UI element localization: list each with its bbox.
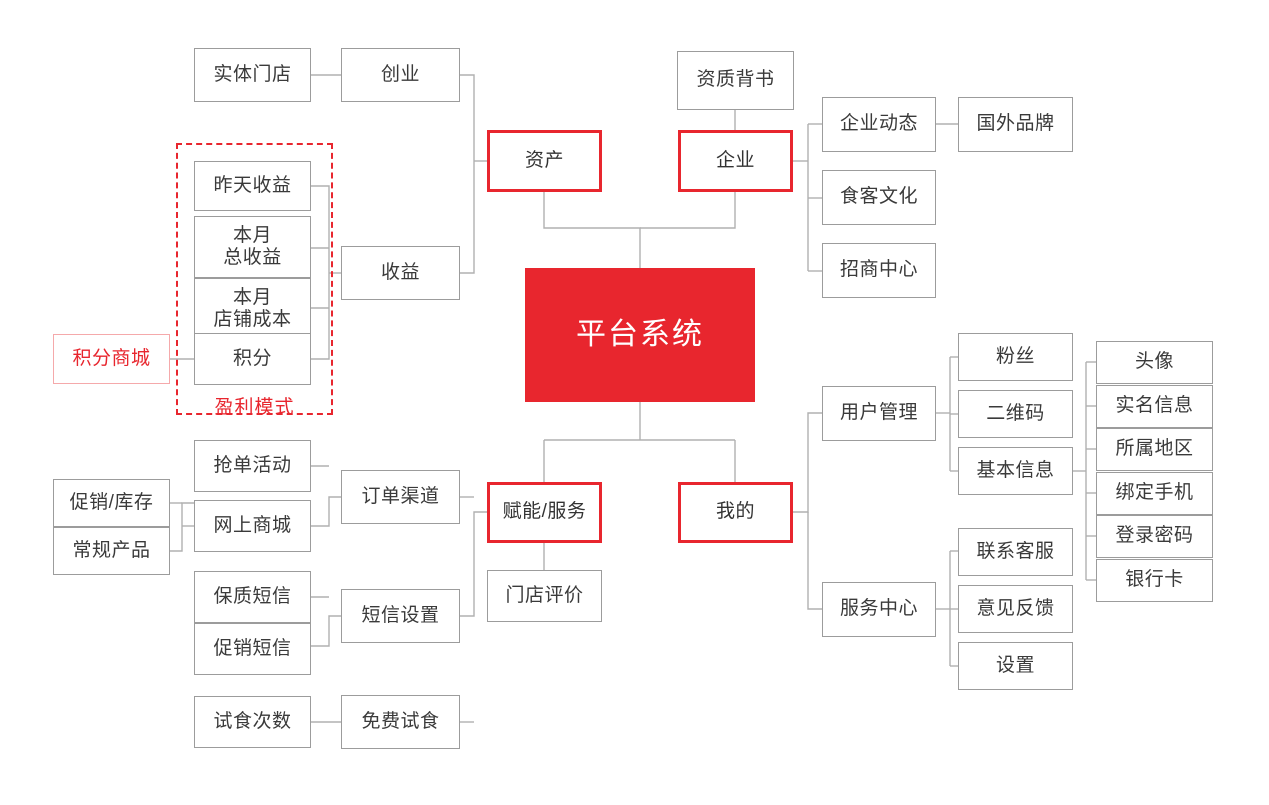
node-region[interactable]: 所属地区	[1096, 428, 1213, 471]
node-fans[interactable]: 粉丝	[958, 333, 1073, 381]
node-revenue[interactable]: 收益	[341, 246, 460, 300]
node-points[interactable]: 积分	[194, 333, 311, 385]
node-promotion-sms[interactable]: 促销短信	[194, 623, 311, 675]
node-real-name-info[interactable]: 实名信息	[1096, 385, 1213, 428]
node-settings[interactable]: 设置	[958, 642, 1073, 690]
node-tasting-count[interactable]: 试食次数	[194, 696, 311, 748]
profit-model-group-caption: 盈利模式	[214, 397, 295, 418]
root-node-platform-system[interactable]: 平台系统	[525, 268, 755, 402]
node-promotion-inventory[interactable]: 促销/库存	[53, 479, 170, 527]
node-yesterday-income[interactable]: 昨天收益	[194, 161, 311, 211]
node-month-store-cost[interactable]: 本月 店铺成本	[194, 278, 311, 340]
node-order-channel[interactable]: 订单渠道	[341, 470, 460, 524]
node-avatar[interactable]: 头像	[1096, 341, 1213, 384]
branch-asset[interactable]: 资产	[487, 130, 602, 192]
node-bound-phone[interactable]: 绑定手机	[1096, 472, 1213, 515]
node-quality-sms[interactable]: 保质短信	[194, 571, 311, 623]
node-bank-card[interactable]: 银行卡	[1096, 559, 1213, 602]
node-diner-culture[interactable]: 食客文化	[822, 170, 936, 225]
node-sms-settings[interactable]: 短信设置	[341, 589, 460, 643]
branch-enterprise[interactable]: 企业	[678, 130, 793, 192]
node-user-management[interactable]: 用户管理	[822, 386, 936, 441]
node-investment-center[interactable]: 招商中心	[822, 243, 936, 298]
node-grab-order-activity[interactable]: 抢单活动	[194, 440, 311, 492]
node-month-total-income[interactable]: 本月 总收益	[194, 216, 311, 278]
node-login-password[interactable]: 登录密码	[1096, 515, 1213, 558]
node-qr-code[interactable]: 二维码	[958, 390, 1073, 438]
node-entrepreneurship[interactable]: 创业	[341, 48, 460, 102]
node-regular-product[interactable]: 常规产品	[53, 527, 170, 575]
node-physical-store[interactable]: 实体门店	[194, 48, 311, 102]
node-contact-support[interactable]: 联系客服	[958, 528, 1073, 576]
node-enterprise-news[interactable]: 企业动态	[822, 97, 936, 152]
node-basic-info[interactable]: 基本信息	[958, 447, 1073, 495]
node-points-mall[interactable]: 积分商城	[53, 334, 170, 384]
node-qualification-endorsement[interactable]: 资质背书	[677, 51, 794, 110]
node-online-mall[interactable]: 网上商城	[194, 500, 311, 552]
branch-mine[interactable]: 我的	[678, 482, 793, 543]
node-free-tasting[interactable]: 免费试食	[341, 695, 460, 749]
profit-model-group-box	[176, 143, 333, 415]
node-feedback[interactable]: 意见反馈	[958, 585, 1073, 633]
branch-empowerment-service[interactable]: 赋能/服务	[487, 482, 602, 543]
node-service-center[interactable]: 服务中心	[822, 582, 936, 637]
node-foreign-brand[interactable]: 国外品牌	[958, 97, 1073, 152]
node-store-review[interactable]: 门店评价	[487, 570, 602, 622]
